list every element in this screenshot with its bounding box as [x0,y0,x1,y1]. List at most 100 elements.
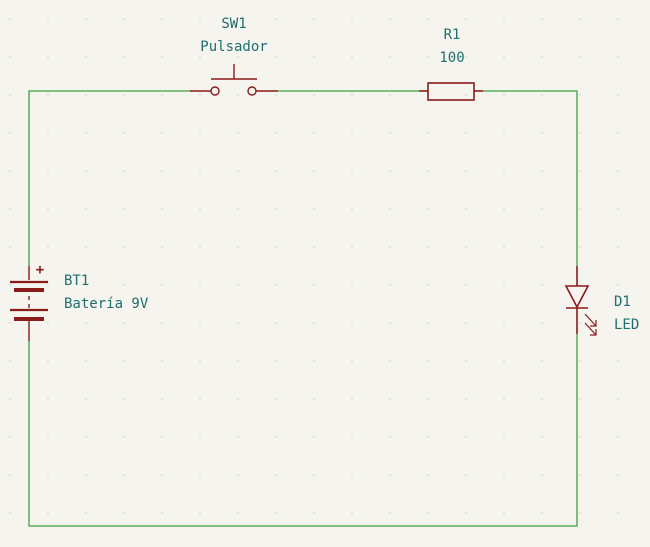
grid-dot [389,284,391,286]
grid-dot [351,436,353,438]
grid-dot [47,436,49,438]
grid-dot [9,398,11,400]
grid-dot [199,18,201,20]
grid-dot [579,512,581,514]
grid-dot [85,170,87,172]
wire-bottom [28,334,578,527]
grid-dot [161,322,163,324]
led-ref-label: D1 [614,294,631,310]
grid-dot [47,94,49,96]
grid-dot [541,208,543,210]
grid-dot [541,284,543,286]
grid-dot [275,132,277,134]
grid-dot [47,132,49,134]
grid-dot [389,170,391,172]
grid-dot [389,360,391,362]
grid-dot [237,284,239,286]
battery-symbol[interactable] [10,266,48,341]
grid-dot [389,208,391,210]
grid-dot [617,94,619,96]
switch-symbol[interactable] [190,64,278,96]
grid-dot [351,398,353,400]
grid-dot [123,474,125,476]
grid-dot [47,284,49,286]
grid-dot [237,322,239,324]
grid-dot [465,398,467,400]
grid-dot [313,360,315,362]
grid-dot [85,18,87,20]
grid-dot [541,398,543,400]
grid-dot [541,474,543,476]
led-symbol[interactable] [564,266,597,336]
grid-dot [123,512,125,514]
grid-dot [237,512,239,514]
grid-dot [465,56,467,58]
grid-dot [617,56,619,58]
grid-dot [541,322,543,324]
wire-top-left [28,90,190,266]
grid-dot [503,322,505,324]
grid-dot [123,322,125,324]
grid-dot [9,18,11,20]
grid-dot [389,246,391,248]
grid-dot [85,474,87,476]
grid-dot [617,18,619,20]
grid-dot [389,322,391,324]
grid-dot [465,360,467,362]
grid-dot [237,94,239,96]
grid-dot [579,94,581,96]
grid-dot [275,208,277,210]
grid-dot [389,398,391,400]
grid-dot [427,284,429,286]
grid-dot [9,94,11,96]
grid-dot [85,132,87,134]
grid-dot [389,94,391,96]
grid-dot [465,246,467,248]
grid-dot [313,284,315,286]
grid-dot [617,474,619,476]
grid-dot [47,512,49,514]
grid-dot [579,18,581,20]
grid-dot [199,322,201,324]
grid-dot [9,208,11,210]
resistor-symbol[interactable] [419,82,483,101]
wires [28,90,578,527]
battery-polarity-mark: + [36,262,44,278]
grid-dot [351,360,353,362]
grid-dot [161,170,163,172]
grid-dot [351,474,353,476]
grid-dot [617,132,619,134]
grid-dot [123,284,125,286]
grid-dot [275,246,277,248]
grid-dot [199,436,201,438]
grid-dot [237,246,239,248]
grid-dot [617,246,619,248]
grid-dot [47,170,49,172]
grid-dot [389,18,391,20]
grid-dot [85,436,87,438]
grid-dot [275,170,277,172]
grid-dot [313,398,315,400]
grid-dot [427,208,429,210]
grid-dot [85,56,87,58]
grid-dot [47,322,49,324]
grid-dot [427,322,429,324]
grid-dot [275,474,277,476]
grid-dot [541,170,543,172]
grid-dot [9,170,11,172]
grid-dot [541,512,543,514]
grid-dot [9,322,11,324]
wire-top-right [483,90,578,266]
grid-dot [617,360,619,362]
grid-dot [237,132,239,134]
grid-dot [199,170,201,172]
grid-dot [465,284,467,286]
grid-dot [85,360,87,362]
grid-dot [503,360,505,362]
grid-dot [579,360,581,362]
grid-dot [313,322,315,324]
grid-dot [9,436,11,438]
grid-dot [161,208,163,210]
grid-dot [275,18,277,20]
